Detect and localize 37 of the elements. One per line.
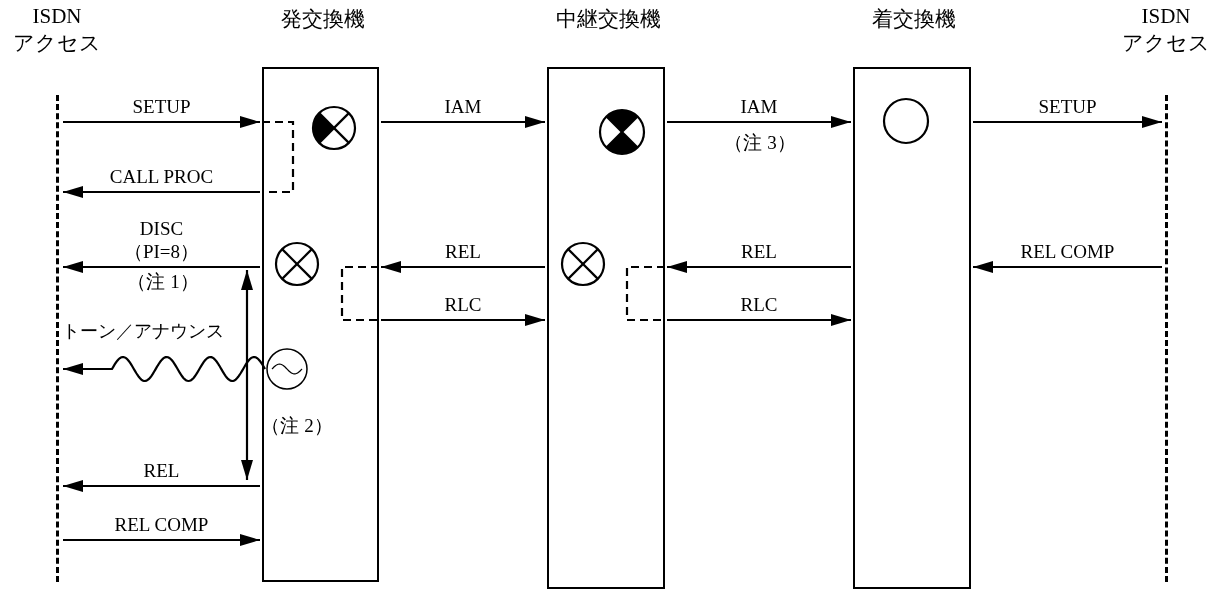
edge-label: トーン／アナウンス <box>62 320 224 343</box>
message-arrow <box>63 534 260 546</box>
edge-label: CALL PROC <box>109 165 214 188</box>
edge-label: REL <box>445 240 481 263</box>
message-arrow <box>667 116 851 128</box>
edge-label: REL <box>741 240 777 263</box>
message-arrow <box>973 116 1162 128</box>
edge-label: SETUP <box>1038 95 1097 118</box>
edge-label: REL <box>143 459 180 482</box>
message-arrow <box>667 314 851 326</box>
message-arrow <box>63 186 260 198</box>
message-arrow <box>63 480 260 492</box>
lifeline-heading: ISDN アクセス <box>12 3 102 57</box>
edge-label: RLC <box>740 293 778 316</box>
exchange-heading: 発交換機 <box>279 6 366 33</box>
message-arrow <box>63 261 260 273</box>
edge-label: IAM <box>444 95 482 118</box>
edge-label: IAM <box>740 95 778 118</box>
edge-label: RLC <box>444 293 482 316</box>
lifeline-heading: ISDN アクセス <box>1121 3 1211 57</box>
tone-source-circle <box>266 348 308 390</box>
message-arrow <box>381 261 545 273</box>
edge-label: REL COMP <box>1020 240 1115 263</box>
note-label: （注 1） <box>127 270 199 293</box>
message-arrow <box>667 261 851 273</box>
wavy-arrow <box>63 355 266 383</box>
exchange-heading: 着交換機 <box>871 6 957 33</box>
message-arrow <box>63 116 260 128</box>
message-arrow <box>381 314 545 326</box>
note-label: （注 3） <box>724 131 796 154</box>
edge-label: DISC （PI=8） <box>122 217 201 263</box>
edge-label: REL COMP <box>114 513 209 536</box>
edge-label: SETUP <box>132 95 191 118</box>
message-arrow <box>973 261 1162 273</box>
message-arrow <box>381 116 545 128</box>
exchange-heading: 中継交換機 <box>554 6 662 33</box>
note-label: （注 2） <box>261 414 333 437</box>
